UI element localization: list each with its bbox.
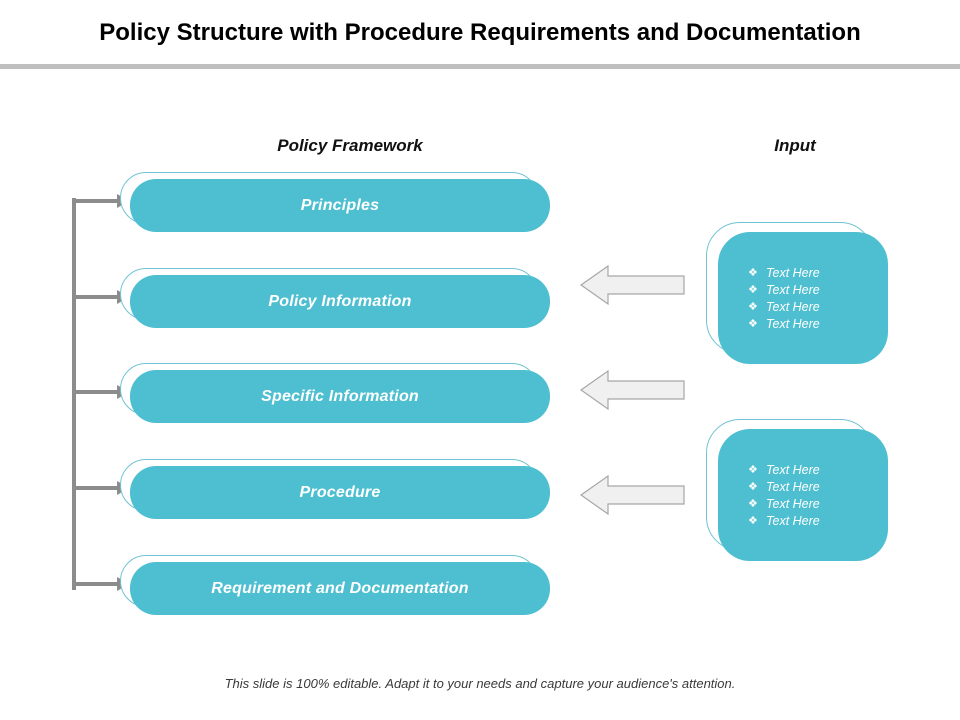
diamond-bullet-icon: ❖ bbox=[748, 317, 758, 330]
list-item-label: Text Here bbox=[766, 513, 820, 528]
stage-specific-information[interactable]: Specific Information bbox=[120, 363, 550, 425]
diamond-bullet-icon: ❖ bbox=[748, 266, 758, 279]
stage-requirement-and-documentation[interactable]: Requirement and Documentation bbox=[120, 555, 550, 617]
list-item: ❖ Text Here bbox=[748, 496, 820, 512]
list-item-label: Text Here bbox=[766, 316, 820, 331]
flow-trunk-line bbox=[72, 198, 76, 590]
left-arrow-icon bbox=[580, 369, 685, 411]
list-item: ❖ Text Here bbox=[748, 462, 820, 478]
diamond-bullet-icon: ❖ bbox=[748, 497, 758, 510]
input-panel-2[interactable]: ❖ Text Here ❖ Text Here ❖ Text Here ❖ Te… bbox=[706, 419, 888, 561]
flow-arrow-procedure bbox=[72, 481, 129, 495]
list-item: ❖ Text Here bbox=[748, 316, 820, 332]
heading-input: Input bbox=[774, 136, 816, 155]
flow-arrow-principles bbox=[72, 194, 129, 208]
list-item: ❖ Text Here bbox=[748, 513, 820, 529]
left-arrow-icon bbox=[580, 264, 685, 306]
left-arrow-icon bbox=[580, 474, 685, 516]
stage-principles[interactable]: Principles bbox=[120, 172, 550, 234]
page-title: Policy Structure with Procedure Requirem… bbox=[99, 19, 861, 46]
list-item-label: Text Here bbox=[766, 479, 820, 494]
list-item: ❖ Text Here bbox=[748, 282, 820, 298]
heading-policy-framework: Policy Framework bbox=[277, 136, 423, 155]
stage-fill: Policy Information bbox=[130, 275, 550, 328]
list-item-label: Text Here bbox=[766, 496, 820, 511]
diamond-bullet-icon: ❖ bbox=[748, 480, 758, 493]
stage-label: Procedure bbox=[299, 483, 381, 501]
stage-label: Requirement and Documentation bbox=[211, 579, 469, 597]
diamond-bullet-icon: ❖ bbox=[748, 463, 758, 476]
diamond-bullet-icon: ❖ bbox=[748, 514, 758, 527]
flow-arrow-requirement-documentation bbox=[72, 577, 129, 591]
stage-fill: Specific Information bbox=[130, 370, 550, 423]
list-item: ❖ Text Here bbox=[748, 265, 820, 281]
stage-fill: Requirement and Documentation bbox=[130, 562, 550, 615]
title-divider bbox=[0, 64, 960, 69]
list-item: ❖ Text Here bbox=[748, 299, 820, 315]
input-panel-fill: ❖ Text Here ❖ Text Here ❖ Text Here ❖ Te… bbox=[718, 429, 888, 561]
block-arrow-input-to-procedure bbox=[580, 473, 685, 517]
diamond-bullet-icon: ❖ bbox=[748, 300, 758, 313]
flow-arrow-policy-information bbox=[72, 290, 129, 304]
list-item-label: Text Here bbox=[766, 265, 820, 280]
footer-note: This slide is 100% editable. Adapt it to… bbox=[224, 676, 736, 691]
list-item-label: Text Here bbox=[766, 462, 820, 477]
stage-fill: Procedure bbox=[130, 466, 550, 519]
diamond-bullet-icon: ❖ bbox=[748, 283, 758, 296]
stage-policy-information[interactable]: Policy Information bbox=[120, 268, 550, 330]
block-arrow-input-to-specific-information bbox=[580, 368, 685, 412]
stage-fill: Principles bbox=[130, 179, 550, 232]
list-item-label: Text Here bbox=[766, 282, 820, 297]
stage-procedure[interactable]: Procedure bbox=[120, 459, 550, 521]
stage-label: Principles bbox=[300, 196, 380, 214]
flow-arrow-specific-information bbox=[72, 385, 129, 399]
block-arrow-input-to-policy-information bbox=[580, 263, 685, 307]
input-panel-1[interactable]: ❖ Text Here ❖ Text Here ❖ Text Here ❖ Te… bbox=[706, 222, 888, 364]
list-item-label: Text Here bbox=[766, 299, 820, 314]
input-panel-fill: ❖ Text Here ❖ Text Here ❖ Text Here ❖ Te… bbox=[718, 232, 888, 364]
list-item: ❖ Text Here bbox=[748, 479, 820, 495]
stage-label: Specific Information bbox=[261, 387, 419, 405]
stage-label: Policy Information bbox=[268, 292, 412, 310]
